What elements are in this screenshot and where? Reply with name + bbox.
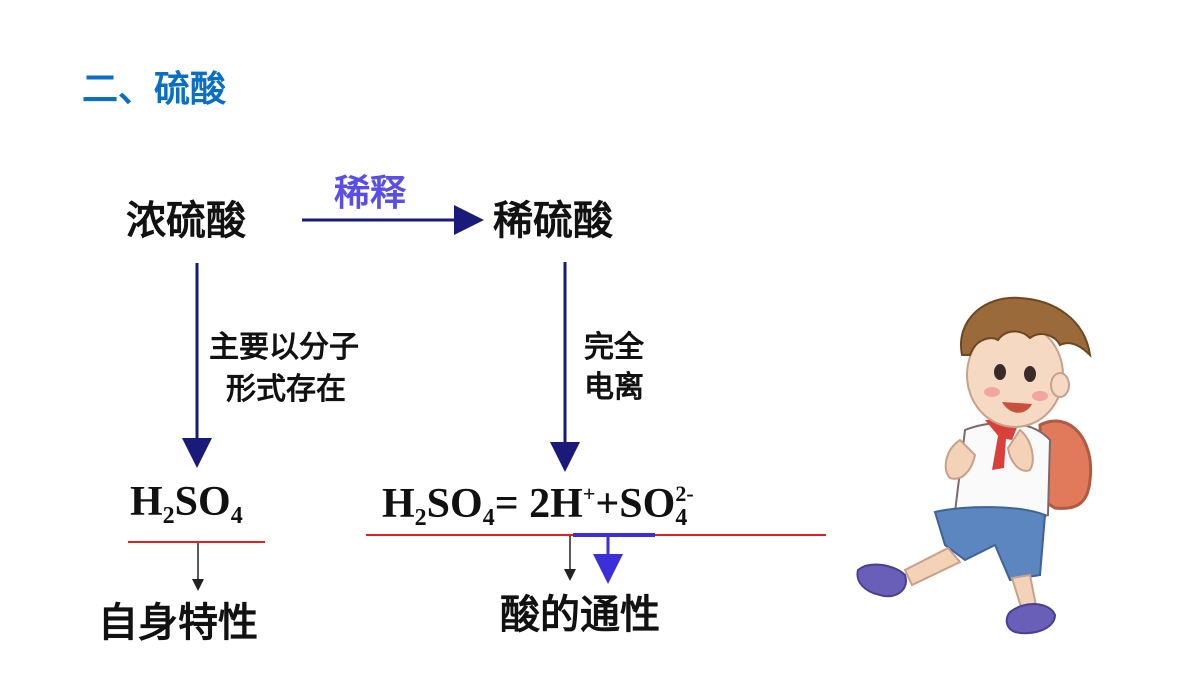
- eq-plus-so: +SO: [595, 481, 676, 527]
- eq-so: SO: [426, 481, 483, 527]
- eq-so4-sub: 4: [675, 505, 688, 531]
- eq-h: H: [382, 481, 415, 527]
- formula-so-sub: 4: [230, 503, 243, 529]
- right-result-label: 酸的通性: [500, 592, 660, 638]
- formula-h: H: [130, 479, 163, 525]
- dilute-acid-label: 稀硫酸: [493, 198, 613, 244]
- left-note-line2: 形式存在: [226, 372, 346, 407]
- eq-so4-sup: 2-: [675, 481, 694, 506]
- eq-equals-2h: = 2H: [494, 481, 583, 527]
- left-result-label: 自身特性: [98, 600, 258, 646]
- eq-h-sup: +: [582, 481, 596, 506]
- right-note-line2: 电离: [584, 370, 644, 405]
- concentrated-acid-label: 浓硫酸: [126, 198, 246, 244]
- formula-h-sub: 2: [162, 503, 175, 529]
- right-note-line1: 完全: [584, 330, 644, 365]
- left-note-line1: 主要以分子: [209, 330, 359, 365]
- eq-h-sub: 2: [414, 505, 427, 531]
- page-title: 二、硫酸: [82, 69, 227, 110]
- formula-so: SO: [174, 479, 231, 525]
- left-formula: H2SO4: [130, 478, 243, 530]
- ionization-equation: H2SO4= 2H++SO42-: [382, 480, 694, 532]
- eq-so-sub: 4: [482, 505, 495, 531]
- dilute-verb-label: 稀释: [334, 173, 407, 214]
